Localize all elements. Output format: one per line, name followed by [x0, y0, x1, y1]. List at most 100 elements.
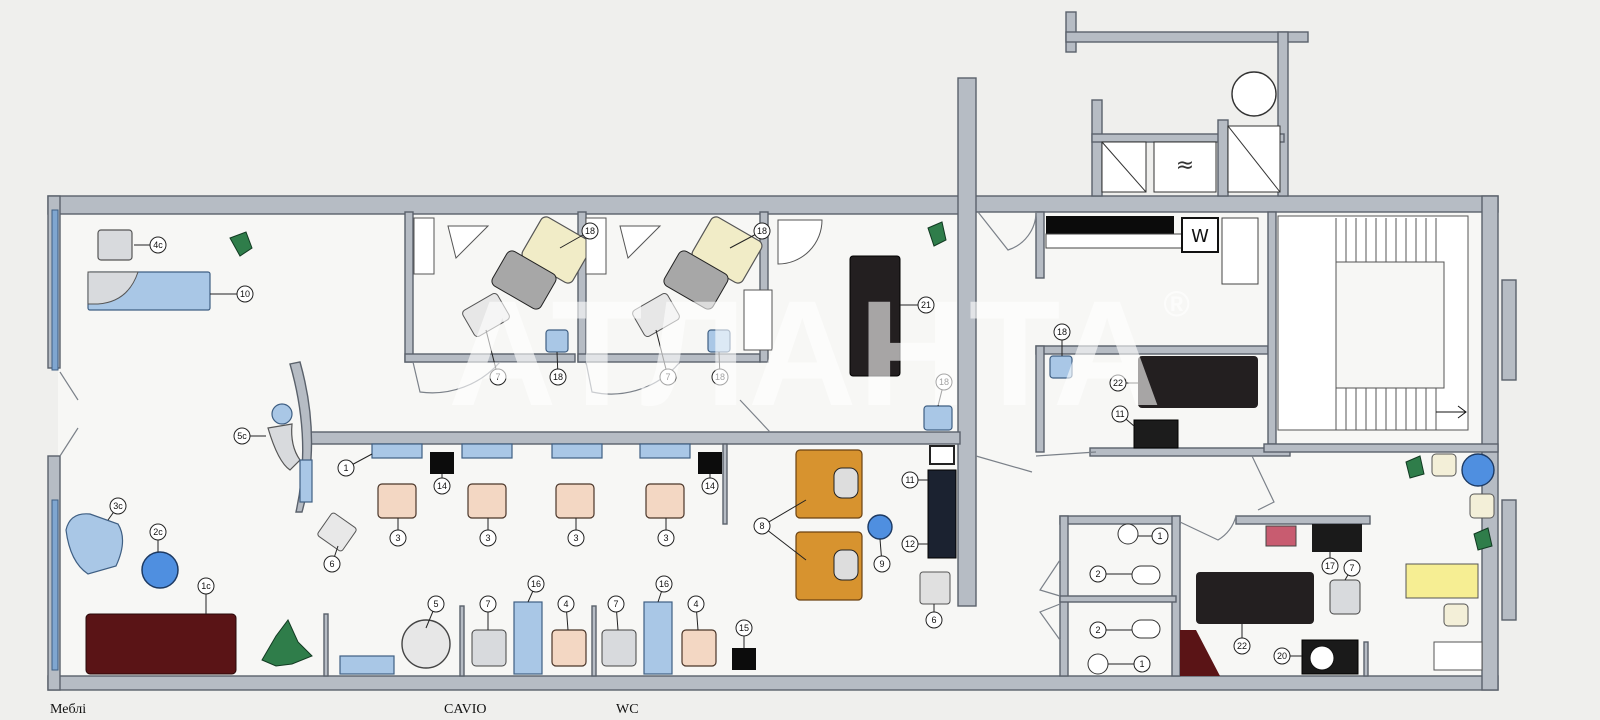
svg-text:11: 11 — [905, 475, 914, 485]
svg-text:16: 16 — [659, 579, 669, 589]
marker-m18b: 18 — [549, 368, 567, 386]
armchair-4c — [97, 229, 133, 261]
svg-text:3: 3 — [395, 533, 400, 543]
marker-m7d: 7 — [607, 595, 625, 613]
marker-m18f: 18 — [1053, 323, 1071, 341]
marker-m3b: 3 — [479, 529, 497, 547]
svg-text:21: 21 — [921, 300, 931, 310]
svg-text:14: 14 — [437, 481, 447, 491]
marker-m15: 15 — [735, 619, 753, 637]
svg-text:16: 16 — [531, 579, 541, 589]
svg-text:1: 1 — [1139, 659, 1144, 669]
sink-icon — [1087, 653, 1109, 675]
shower-icon — [777, 219, 823, 265]
svg-text:10: 10 — [240, 289, 250, 299]
marker-m18e: 18 — [935, 373, 953, 391]
marker-m18a: 18 — [581, 222, 599, 240]
marker-leader — [761, 525, 807, 561]
svg-text:12: 12 — [905, 539, 915, 549]
marker-m7a: 7 — [489, 368, 507, 386]
marker-m2c: 2c — [149, 523, 167, 541]
svg-text:5: 5 — [433, 599, 438, 609]
svg-text:20: 20 — [1277, 651, 1287, 661]
stairs-icon — [1335, 218, 1437, 430]
marker-m3c: 3c — [109, 497, 127, 515]
marker-m5: 5 — [427, 595, 445, 613]
marker-m9: 9 — [873, 555, 891, 573]
svg-text:2: 2 — [1095, 569, 1100, 579]
marker-m8: 8 — [753, 517, 771, 535]
marker-m7e: 7 — [1343, 559, 1361, 577]
caption-furniture: Меблі — [50, 702, 87, 717]
marker-m20: 20 — [1273, 647, 1291, 665]
marker-m4b: 4 — [687, 595, 705, 613]
svg-text:4: 4 — [693, 599, 698, 609]
svg-text:7: 7 — [485, 599, 490, 609]
svg-text:4: 4 — [563, 599, 568, 609]
plant-icon — [229, 231, 253, 257]
sink-icon — [1117, 523, 1139, 545]
plant-icon — [1405, 455, 1425, 479]
plant-icon — [261, 619, 313, 667]
svg-text:6: 6 — [329, 559, 334, 569]
marker-m11a: 11 — [901, 471, 919, 489]
svg-text:7: 7 — [1349, 563, 1354, 573]
treatment-rooms — [413, 216, 953, 431]
marker-m17: 17 — [1321, 557, 1339, 575]
marker-m14b: 14 — [701, 477, 719, 495]
treatment-bed-21 — [849, 255, 901, 377]
armchair-3c — [65, 513, 124, 575]
marker-m11b: 11 — [1111, 405, 1129, 423]
svg-text:11: 11 — [1115, 409, 1124, 419]
marker-m3a: 3 — [389, 529, 407, 547]
svg-text:6: 6 — [931, 615, 936, 625]
svg-text:3c: 3c — [113, 501, 123, 511]
marker-m16b: 16 — [655, 575, 673, 593]
sofa-1c — [85, 613, 237, 675]
toilet-icon — [1131, 619, 1161, 639]
marker-m12: 12 — [901, 535, 919, 553]
marker-m22a: 22 — [1109, 374, 1127, 392]
marker-m5c: 5c — [233, 427, 251, 445]
marker-m6a: 6 — [323, 555, 341, 573]
marker-m6b: 6 — [925, 611, 943, 629]
marker-m22b: 22 — [1233, 637, 1251, 655]
svg-text:18: 18 — [1057, 327, 1067, 337]
svg-text:18: 18 — [553, 372, 563, 382]
marker-m3c2: 3 — [567, 529, 585, 547]
marker-m2a: 2 — [1089, 565, 1107, 583]
svg-text:2c: 2c — [153, 527, 163, 537]
plant-icon — [927, 221, 947, 247]
marker-m18d: 18 — [711, 368, 729, 386]
svg-text:9: 9 — [879, 559, 884, 569]
interior-walls — [289, 211, 1499, 677]
right-rooms: W — [1045, 215, 1495, 676]
marker-m14a: 14 — [433, 477, 451, 495]
svg-text:18: 18 — [715, 372, 725, 382]
marker-m1a: 1 — [1151, 527, 1169, 545]
svg-text:14: 14 — [705, 481, 715, 491]
svg-text:1: 1 — [343, 463, 348, 473]
svg-text:3: 3 — [485, 533, 490, 543]
svg-text:1: 1 — [1157, 531, 1162, 541]
marker-m16a: 16 — [527, 575, 545, 593]
marker-m4a: 4 — [557, 595, 575, 613]
svg-text:17: 17 — [1325, 561, 1335, 571]
svg-text:4c: 4c — [153, 240, 163, 250]
reception-area — [65, 221, 947, 675]
upper-structure: ≈ — [957, 11, 1309, 607]
svg-text:3: 3 — [663, 533, 668, 543]
svg-text:22: 22 — [1113, 378, 1123, 388]
marker-m21: 21 — [917, 296, 935, 314]
marker-m4c: 4c — [149, 236, 167, 254]
table-2c — [141, 551, 179, 589]
caption-cavio: CAVIO — [444, 702, 487, 717]
svg-text:2: 2 — [1095, 625, 1100, 635]
svg-text:≈: ≈ — [1176, 153, 1194, 178]
svg-text:W: W — [1191, 226, 1209, 247]
svg-text:1c: 1c — [201, 581, 211, 591]
marker-m7b: 7 — [659, 368, 677, 386]
svg-text:5c: 5c — [237, 431, 247, 441]
